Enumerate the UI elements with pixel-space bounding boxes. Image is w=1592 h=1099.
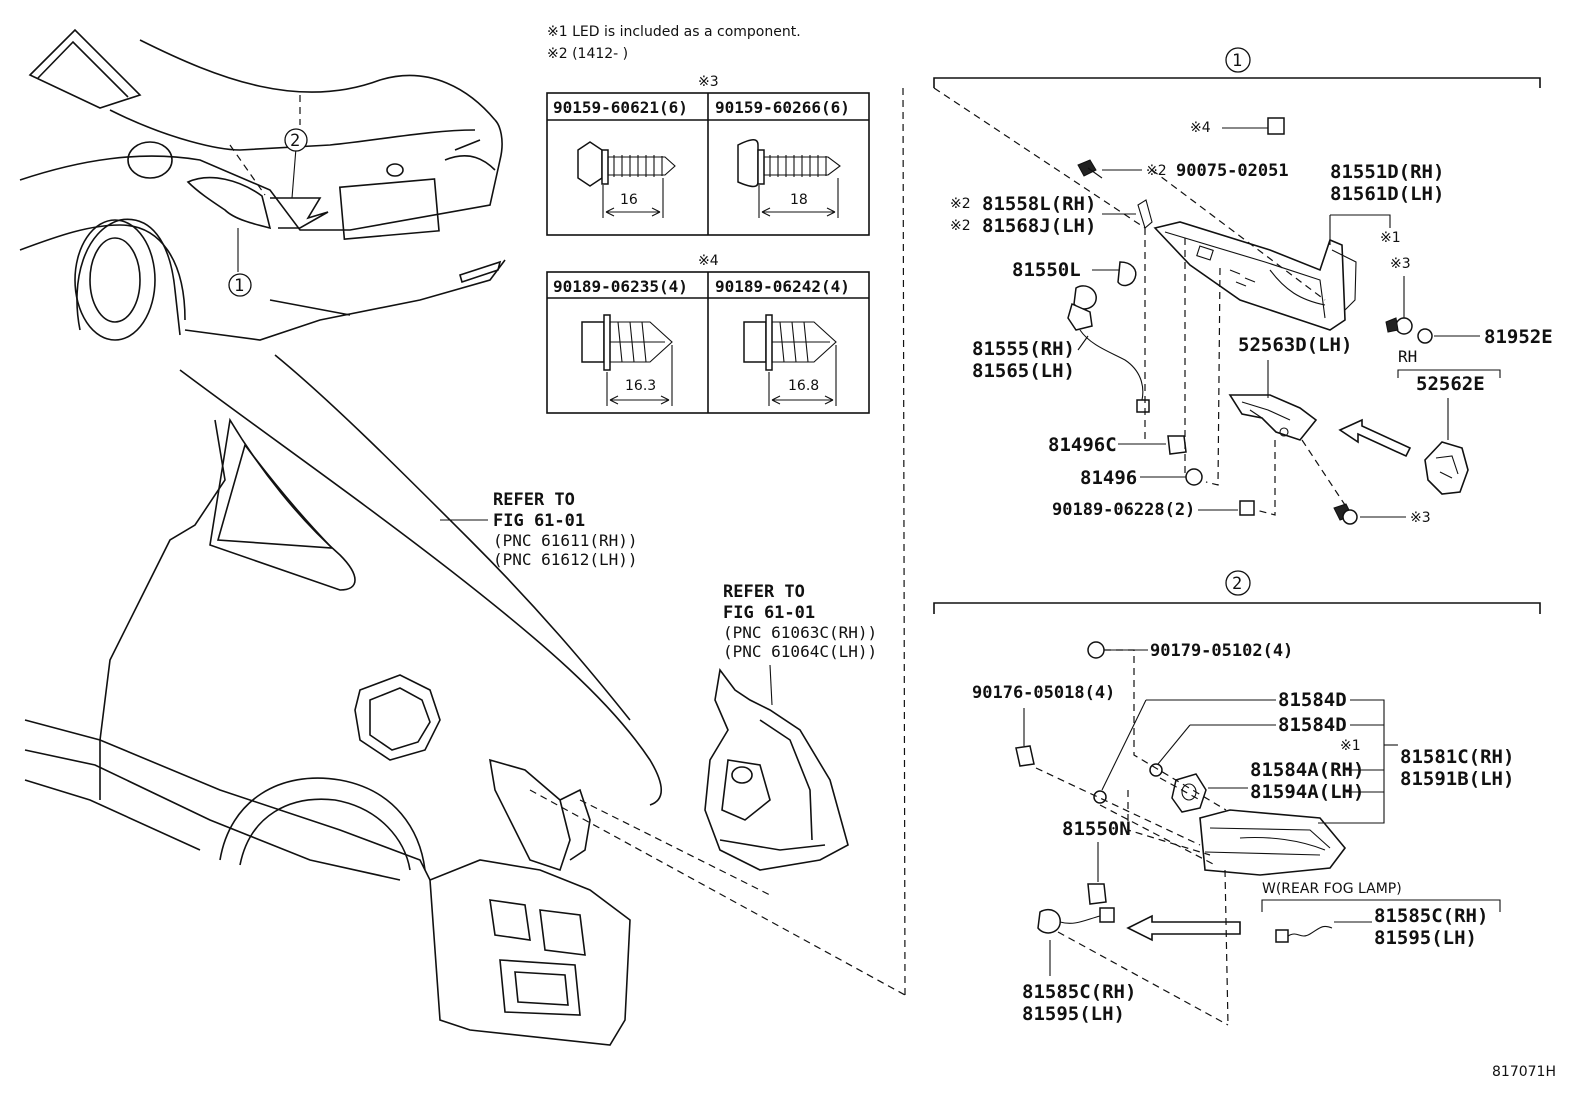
table4-len2: 16.8 <box>788 378 819 394</box>
g2-90179: 90179-05102(4) <box>1150 641 1293 661</box>
figure-id: 817071H <box>1492 1064 1556 1080</box>
g1-81551d: 81551D(RH) <box>1330 161 1444 183</box>
g2-81584d-b: 81584D <box>1278 714 1347 736</box>
ref1-line1: REFER TO <box>493 490 575 510</box>
g1-90075-mark: ※2 <box>1146 163 1167 179</box>
table4-mark: ※4 <box>698 253 719 269</box>
table3-col2: 90159-60266(6) <box>715 98 850 117</box>
g1-s3a: ※3 <box>1390 256 1411 272</box>
g2-81584a: 81584A(RH) <box>1250 759 1364 781</box>
g2-81595-b: 81595(LH) <box>1022 1003 1125 1025</box>
g2-s1: ※1 <box>1340 738 1361 754</box>
car-rear-overview: 2 1 <box>19 28 506 341</box>
table4-col2: 90189-06242(4) <box>715 277 850 296</box>
g1-81496c: 81496C <box>1048 434 1117 456</box>
group-2: 2 90179-05102(4) 90176-05018(4) 81584D 8… <box>933 570 1541 1026</box>
g1-81496: 81496 <box>1080 467 1137 489</box>
g1-s4-mark: ※4 <box>1190 120 1211 136</box>
table4-col1: 90189-06235(4) <box>553 277 688 296</box>
group1-number: 1 <box>1232 51 1242 71</box>
ref1-line4: (PNC 61612(LH)) <box>493 550 638 569</box>
g1-81558l: 81558L(RH) <box>982 193 1096 215</box>
g1-52563d: 52563D(LH) <box>1238 334 1352 356</box>
ref1-line3: (PNC 61611(RH)) <box>493 531 638 550</box>
overview-callout-1: 1 <box>234 276 244 296</box>
g1-s3b: ※3 <box>1410 510 1431 526</box>
group2-circle <box>1225 570 1251 596</box>
table3-mark: ※3 <box>698 74 719 90</box>
fastener-table-3: ※3 90159-60621(6) 90159-60266(6) 16 18 <box>546 74 870 236</box>
g2-90176: 90176-05018(4) <box>972 683 1115 703</box>
note-date: ※2 (1412- ) <box>547 46 628 62</box>
g1-81568j-mark: ※2 <box>950 218 971 234</box>
table3-len2: 18 <box>790 192 808 208</box>
g1-90189: 90189-06228(2) <box>1052 500 1195 520</box>
g2-81550n: 81550N <box>1062 818 1131 840</box>
g1-81558l-mark: ※2 <box>950 196 971 212</box>
ref2-line4: (PNC 61064C(LH)) <box>723 642 877 661</box>
g2-81594a: 81594A(LH) <box>1250 781 1364 803</box>
table4-len1: 16.3 <box>625 378 656 394</box>
group2-number: 2 <box>1232 574 1242 594</box>
overview-callout-2: 2 <box>290 131 300 151</box>
g1-52562e: 52562E <box>1416 373 1485 395</box>
g1-rh: RH <box>1398 347 1417 366</box>
inner-panel-bracket <box>704 664 849 871</box>
g1-s1: ※1 <box>1380 230 1401 246</box>
callout-1-circle <box>228 273 252 297</box>
g2-81591b: 81591B(LH) <box>1400 768 1514 790</box>
g1-81555: 81555(RH) <box>972 338 1075 360</box>
ref2-line1: REFER TO <box>723 582 805 602</box>
ref2-line3: (PNC 61063C(RH)) <box>723 623 877 642</box>
g1-90075: 90075-02051 <box>1176 161 1289 181</box>
g1-81561d: 81561D(LH) <box>1330 183 1444 205</box>
g1-81550l: 81550L <box>1012 259 1081 281</box>
table3-len1: 16 <box>620 192 638 208</box>
g2-81585c-b: 81585C(RH) <box>1022 981 1136 1003</box>
fastener-table-4: ※4 90189-06235(4) 90189-06242(4) 16.3 16… <box>546 253 870 414</box>
g1-81565: 81565(LH) <box>972 360 1075 382</box>
group1-circle <box>1225 47 1251 73</box>
ref1-line2: FIG 61-01 <box>493 511 585 531</box>
g2-81584d-a: 81584D <box>1278 689 1347 711</box>
note-led: ※1 LED is included as a component. <box>547 24 801 40</box>
g2-fog: W(REAR FOG LAMP) <box>1262 881 1402 897</box>
quarter-panel-drawing <box>24 354 906 1046</box>
g2-81581c: 81581C(RH) <box>1400 746 1514 768</box>
g1-81568j: 81568J(LH) <box>982 215 1096 237</box>
callout-2-circle <box>284 128 308 152</box>
table3-col1: 90159-60621(6) <box>553 98 688 117</box>
g1-81952e: 81952E <box>1484 326 1553 348</box>
group-1: 1 ※4 ※2 90075-02051 81551D(RH) 81561D(LH… <box>933 47 1553 526</box>
g2-81595-a: 81595(LH) <box>1374 927 1477 949</box>
ref2-line2: FIG 61-01 <box>723 603 815 623</box>
g2-81585c-a: 81585C(RH) <box>1374 905 1488 927</box>
